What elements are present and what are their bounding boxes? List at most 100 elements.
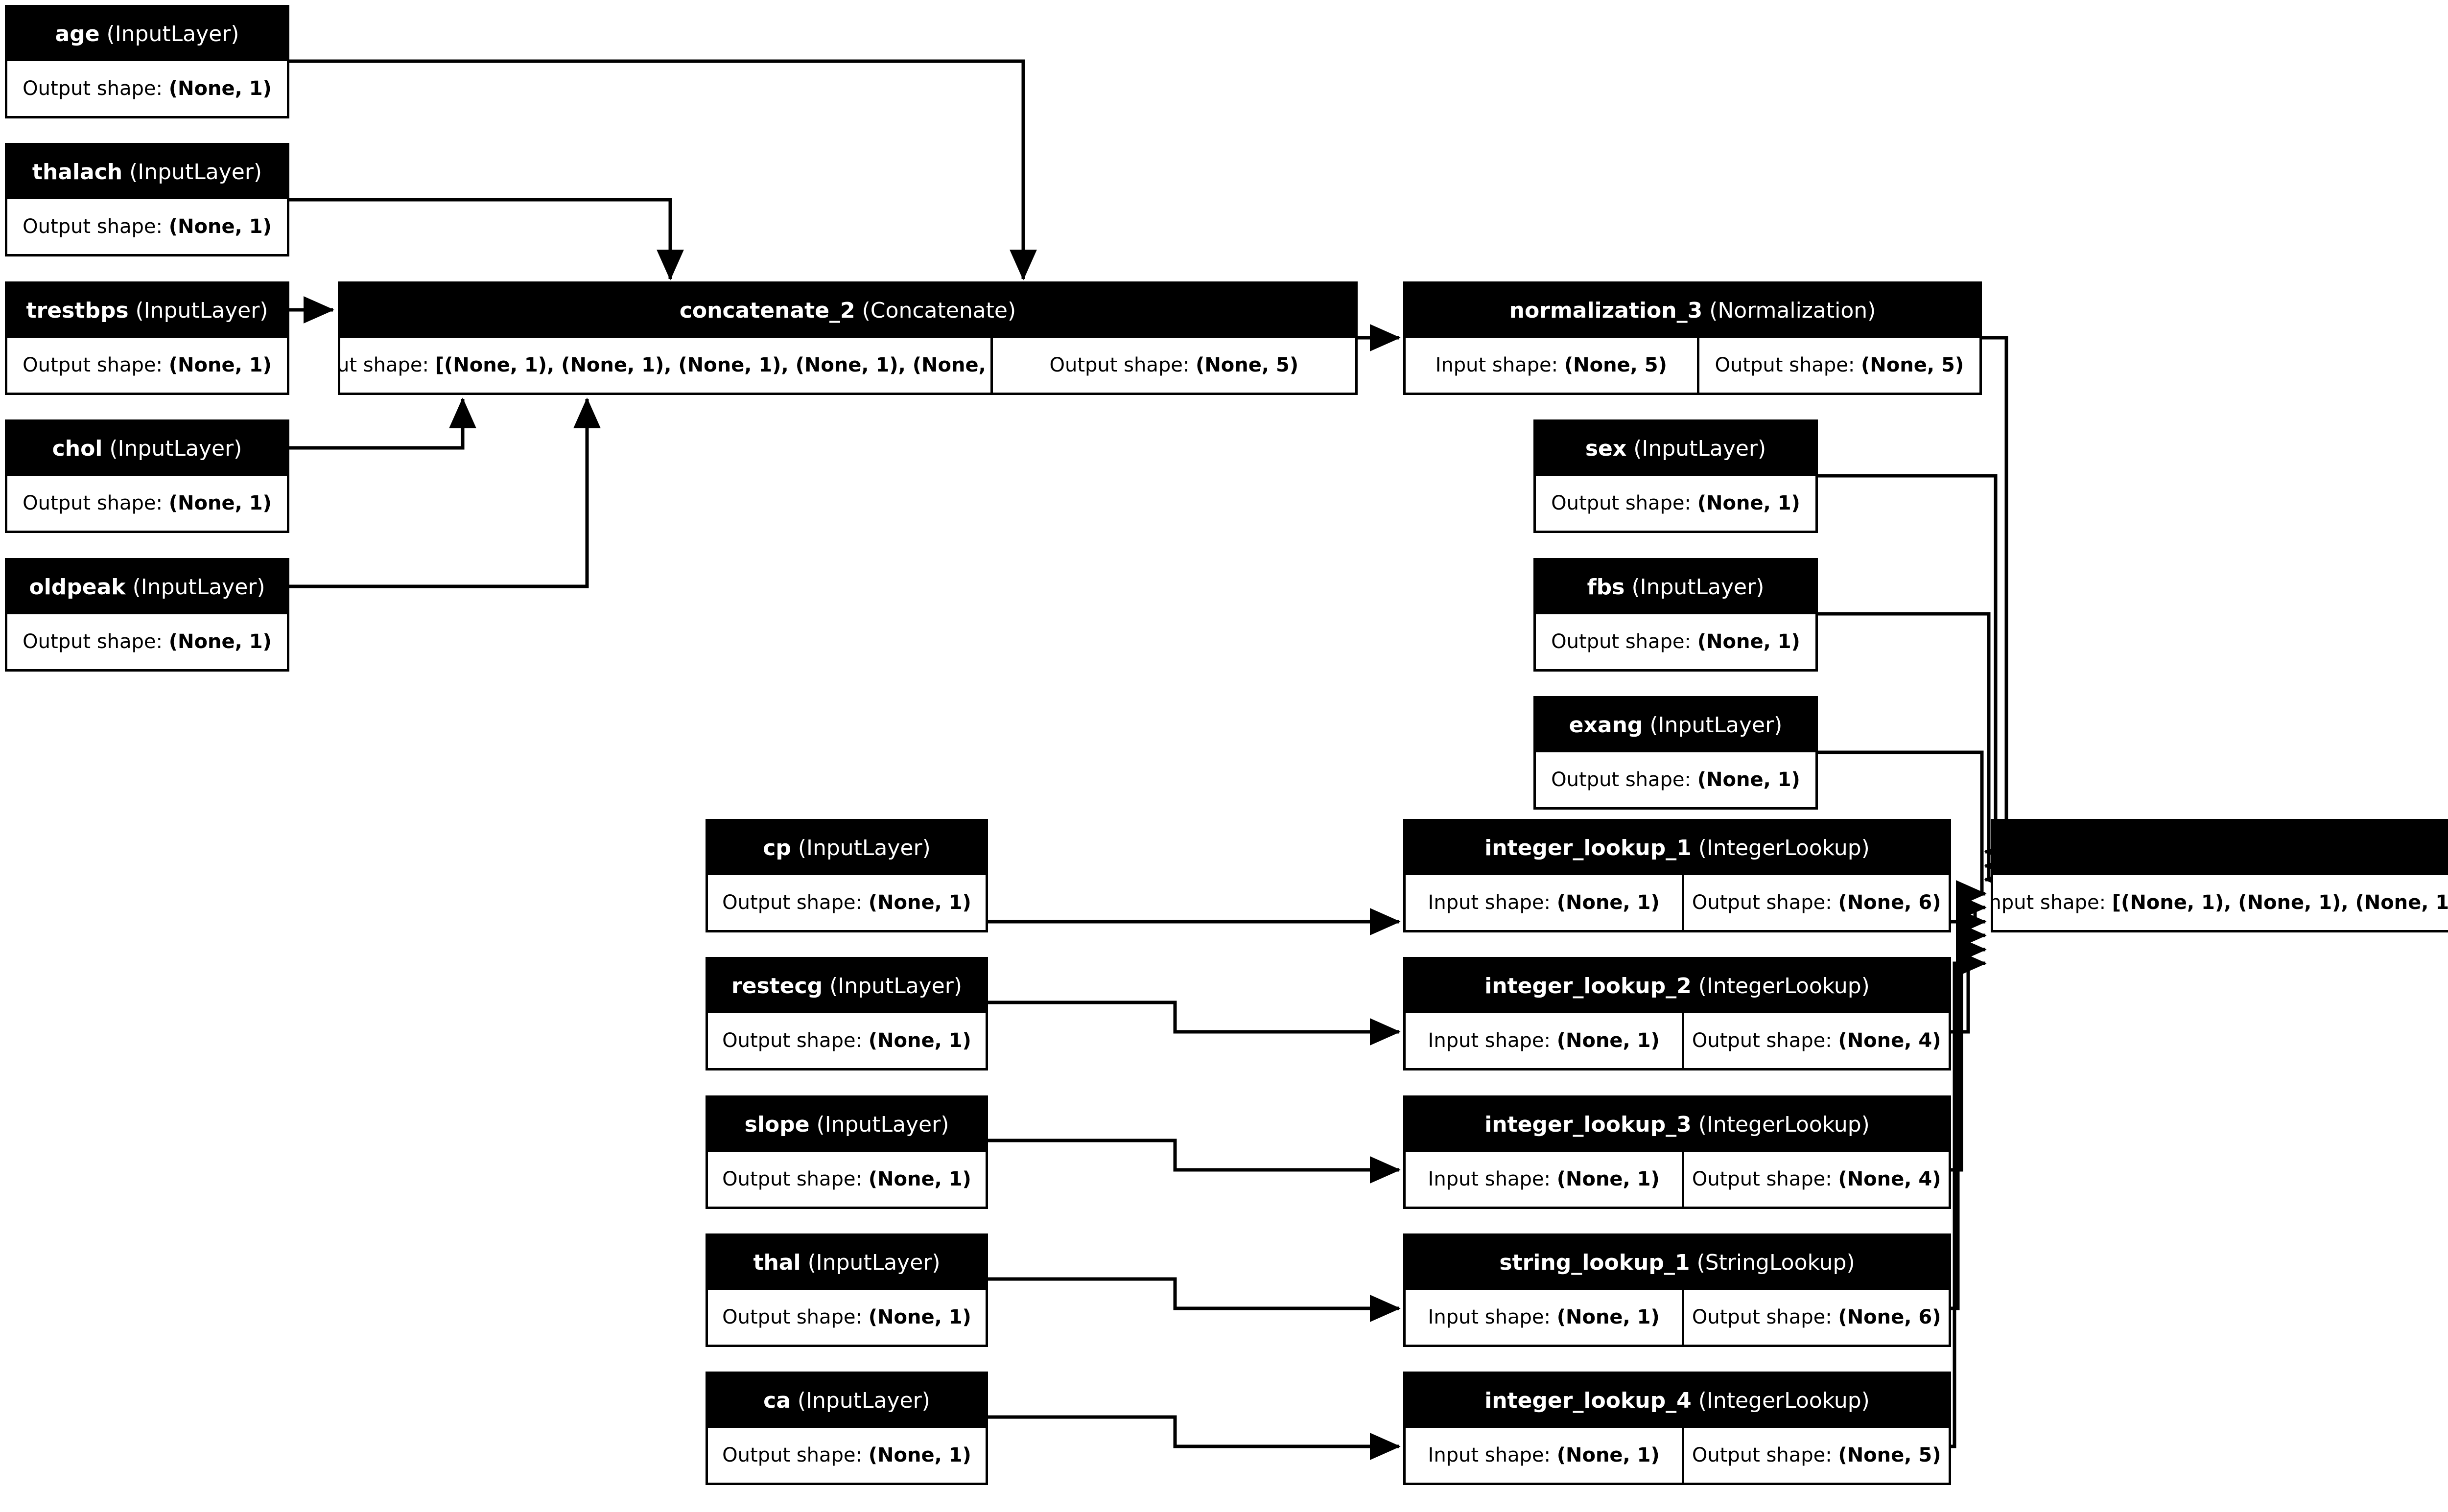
output-shape-value: (None, 1) xyxy=(868,1168,971,1190)
node-slope[interactable]: slope (InputLayer) Output shape: (None, … xyxy=(706,1095,988,1209)
node-integer-lookup-2[interactable]: integer_lookup_2 (IntegerLookup) Input s… xyxy=(1403,957,1951,1070)
edge-integerlookup2-to-concatenate3 xyxy=(1951,908,1987,1034)
node-title: integer_lookup_4 (IntegerLookup) xyxy=(1406,1374,1949,1428)
output-shape-value: (None, 4) xyxy=(1838,1168,1941,1190)
node-title: slope (InputLayer) xyxy=(708,1098,986,1152)
input-shape-label: Input shape: xyxy=(1993,891,2106,914)
node-concatenate-3[interactable]: concatenate_3 (Concatenate) Input shape:… xyxy=(1991,819,2448,932)
node-age[interactable]: age (InputLayer) Output shape: (None, 1) xyxy=(5,5,289,118)
node-title: normalization_3 (Normalization) xyxy=(1406,284,1979,338)
layer-type: (InputLayer) xyxy=(135,298,268,323)
output-shape-cell: Output shape: (None, 1) xyxy=(7,61,287,116)
output-shape-value: (None, 6) xyxy=(1838,891,1941,914)
output-shape-label: Output shape: xyxy=(23,77,163,100)
output-shape-value: (None, 6) xyxy=(1838,1306,1941,1328)
edge-thalach-to-concatenate2 xyxy=(289,198,684,280)
node-title: cp (InputLayer) xyxy=(708,821,986,875)
output-shape-value: (None, 5) xyxy=(1196,354,1299,376)
edge-sex-to-concatenate3 xyxy=(1818,474,2015,880)
output-shape-label: Output shape: xyxy=(1692,1306,1832,1328)
node-trestbps[interactable]: trestbps (InputLayer) Output shape: (Non… xyxy=(5,281,289,395)
layer-type: (InputLayer) xyxy=(132,575,265,600)
layer-type: (StringLookup) xyxy=(1696,1250,1855,1275)
input-shape-cell: Input shape: (None, 1) xyxy=(1406,1013,1682,1068)
layer-type: (InputLayer) xyxy=(816,1112,949,1137)
output-shape-cell: Output shape: (None, 1) xyxy=(708,1428,986,1483)
layer-name: chol xyxy=(52,436,103,461)
output-shape-value: (None, 1) xyxy=(1697,630,1800,653)
input-shape-cell: Input shape: (None, 1) xyxy=(1406,1290,1682,1345)
output-shape-label: Output shape: xyxy=(23,215,163,238)
node-cp[interactable]: cp (InputLayer) Output shape: (None, 1) xyxy=(706,819,988,932)
layer-type: (InputLayer) xyxy=(109,436,242,461)
layer-name: integer_lookup_2 xyxy=(1484,974,1692,999)
output-shape-label: Output shape: xyxy=(1692,1444,1832,1466)
input-shape-label: Input shape: xyxy=(1428,1029,1551,1052)
node-string-lookup-1[interactable]: string_lookup_1 (StringLookup) Input sha… xyxy=(1403,1233,1951,1347)
node-normalization-3[interactable]: normalization_3 (Normalization) Input sh… xyxy=(1403,281,1982,395)
layer-type: (Concatenate) xyxy=(862,298,1016,323)
input-shape-value: (None, 1) xyxy=(1556,1444,1660,1466)
output-shape-value: (None, 4) xyxy=(1838,1029,1941,1052)
node-title: string_lookup_1 (StringLookup) xyxy=(1406,1236,1949,1290)
layer-type: (InputLayer) xyxy=(829,974,963,999)
node-thal[interactable]: thal (InputLayer) Output shape: (None, 1… xyxy=(706,1233,988,1347)
output-shape-value: (None, 1) xyxy=(1697,492,1800,514)
edge-oldpeak-to-concatenate2 xyxy=(289,397,601,588)
node-thalach[interactable]: thalach (InputLayer) Output shape: (None… xyxy=(5,143,289,256)
output-shape-cell: Output shape: (None, 5) xyxy=(1684,1428,1949,1483)
output-shape-cell: Output shape: (None, 1) xyxy=(7,476,287,531)
output-shape-value: (None, 1) xyxy=(168,492,272,514)
edge-stringlookup1-to-concatenate3 xyxy=(1951,936,1987,1310)
node-fbs[interactable]: fbs (InputLayer) Output shape: (None, 1) xyxy=(1533,558,1818,672)
output-shape-value: (None, 1) xyxy=(1697,768,1800,791)
layer-type: (InputLayer) xyxy=(1649,713,1783,738)
edge-chol-to-concatenate2 xyxy=(289,397,476,450)
node-exang[interactable]: exang (InputLayer) Output shape: (None, … xyxy=(1533,696,1818,810)
output-shape-label: Output shape: xyxy=(722,1444,863,1466)
node-chol[interactable]: chol (InputLayer) Output shape: (None, 1… xyxy=(5,419,289,533)
layer-name: oldpeak xyxy=(29,575,126,600)
node-oldpeak[interactable]: oldpeak (InputLayer) Output shape: (None… xyxy=(5,558,289,672)
input-shape-value: [(None, 1), (None, 1), (None, 1), (None,… xyxy=(2112,891,2448,914)
input-shape-cell: Input shape: [(None, 1), (None, 1), (Non… xyxy=(1993,875,2448,930)
node-integer-lookup-1[interactable]: integer_lookup_1 (IntegerLookup) Input s… xyxy=(1403,819,1951,932)
node-title: chol (InputLayer) xyxy=(7,422,287,476)
output-shape-label: Output shape: xyxy=(1551,768,1692,791)
input-shape-label: Input shape: xyxy=(1435,354,1558,376)
node-ca[interactable]: ca (InputLayer) Output shape: (None, 1) xyxy=(706,1372,988,1485)
output-shape-value: (None, 1) xyxy=(868,891,971,914)
layer-name: slope xyxy=(744,1112,810,1137)
output-shape-value: (None, 1) xyxy=(168,77,272,100)
output-shape-cell: Output shape: (None, 5) xyxy=(992,338,1355,393)
output-shape-label: Output shape: xyxy=(1049,354,1190,376)
output-shape-cell: Output shape: (None, 1) xyxy=(7,338,287,393)
node-title: sex (InputLayer) xyxy=(1536,422,1815,476)
output-shape-cell: Output shape: (None, 1) xyxy=(7,199,287,254)
node-integer-lookup-3[interactable]: integer_lookup_3 (IntegerLookup) Input s… xyxy=(1403,1095,1951,1209)
edge-slope-to-integerlookup3 xyxy=(988,1139,1401,1184)
layer-name: restecg xyxy=(731,974,823,999)
output-shape-value: (None, 1) xyxy=(868,1306,971,1328)
input-shape-cell: Input shape: (None, 1) xyxy=(1406,1152,1682,1207)
node-title: integer_lookup_1 (IntegerLookup) xyxy=(1406,821,1949,875)
node-title: oldpeak (InputLayer) xyxy=(7,560,287,614)
layer-type: (InputLayer) xyxy=(129,160,262,185)
edge-integerlookup3-to-concatenate3 xyxy=(1951,922,1987,1172)
node-title: integer_lookup_2 (IntegerLookup) xyxy=(1406,959,1949,1013)
layer-type: (InputLayer) xyxy=(797,1388,930,1413)
output-shape-cell: Output shape: (None, 6) xyxy=(1684,1290,1949,1345)
output-shape-value: (None, 1) xyxy=(168,215,272,238)
output-shape-cell: Output shape: (None, 5) xyxy=(1699,338,1979,393)
node-integer-lookup-4[interactable]: integer_lookup_4 (IntegerLookup) Input s… xyxy=(1403,1372,1951,1485)
output-shape-label: Output shape: xyxy=(23,354,163,376)
node-sex[interactable]: sex (InputLayer) Output shape: (None, 1) xyxy=(1533,419,1818,533)
layer-name: cp xyxy=(763,836,791,861)
node-concatenate-2[interactable]: concatenate_2 (Concatenate) Input shape:… xyxy=(338,281,1358,395)
layer-name: thal xyxy=(753,1250,801,1275)
node-restecg[interactable]: restecg (InputLayer) Output shape: (None… xyxy=(706,957,988,1070)
output-shape-label: Output shape: xyxy=(23,492,163,514)
input-shape-cell: Input shape: [(None, 1), (None, 1), (Non… xyxy=(340,338,990,393)
